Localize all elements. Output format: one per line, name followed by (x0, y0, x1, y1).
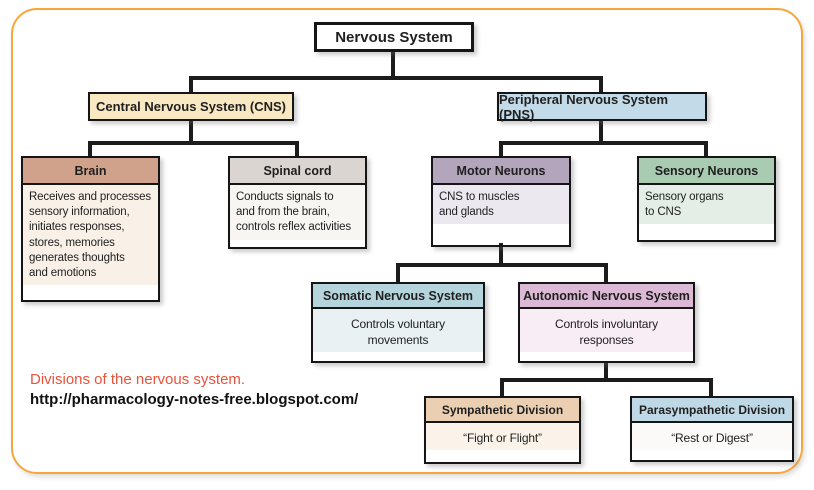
connector-line (189, 76, 603, 80)
connector-line (396, 263, 608, 267)
connector-line (499, 243, 503, 267)
connector-line (500, 378, 504, 398)
connector-line (604, 263, 608, 284)
node-autonomic-title: Autonomic Nervous System (520, 284, 693, 309)
node-parasympathetic-body: “Rest or Digest” (632, 423, 792, 450)
connector-line (499, 141, 503, 158)
connector-line (396, 263, 400, 284)
connector-line (88, 141, 92, 158)
node-parasympathetic-division: Parasympathetic Division “Rest or Digest… (630, 396, 794, 462)
caption-title: Divisions of the nervous system. (30, 371, 246, 388)
node-central-nervous-system: Central Nervous System (CNS) (88, 92, 294, 121)
connector-line (189, 76, 193, 94)
node-peripheral-nervous-system: Peripheral Nervous System (PNS) (497, 92, 707, 122)
node-spinal-cord-title: Spinal cord (230, 158, 365, 185)
node-brain-title: Brain (23, 158, 158, 185)
node-autonomic-body: Controls involuntary responses (520, 309, 693, 352)
connector-line (704, 141, 708, 158)
node-spinal-cord-body: Conducts signals to and from the brain, … (230, 185, 365, 240)
node-brain: Brain Receives and processes sensory inf… (21, 156, 160, 302)
node-somatic-nervous-system: Somatic Nervous System Controls voluntar… (311, 282, 485, 363)
frame-border (11, 8, 803, 474)
node-spinal-cord: Spinal cord Conducts signals to and from… (228, 156, 367, 249)
connector-line (391, 50, 395, 80)
connector-line (604, 361, 608, 382)
node-sympathetic-body: “Fight or Flight” (426, 423, 579, 450)
caption-url: http://pharmacology-notes-free.blogspot.… (30, 391, 359, 408)
connector-line (189, 119, 193, 145)
connector-line (499, 141, 708, 145)
node-motor-neurons-body: CNS to muscles and glands (433, 185, 569, 225)
connector-line (88, 141, 299, 145)
connector-line (709, 378, 713, 398)
node-brain-body: Receives and processes sensory informati… (23, 185, 158, 286)
node-motor-neurons: Motor Neurons CNS to muscles and glands (431, 156, 571, 247)
node-parasympathetic-title: Parasympathetic Division (632, 398, 792, 423)
connector-line (295, 141, 299, 158)
connector-line (599, 119, 603, 145)
node-autonomic-nervous-system: Autonomic Nervous System Controls involu… (518, 282, 695, 363)
node-sensory-neurons-title: Sensory Neurons (639, 158, 774, 185)
node-sympathetic-title: Sympathetic Division (426, 398, 579, 423)
node-nervous-system: Nervous System (314, 22, 474, 52)
node-somatic-body: Controls voluntary movements (313, 309, 483, 352)
connector-line (500, 378, 713, 382)
node-somatic-title: Somatic Nervous System (313, 284, 483, 309)
node-motor-neurons-title: Motor Neurons (433, 158, 569, 185)
node-sensory-neurons-body: Sensory organs to CNS (639, 185, 774, 225)
node-sensory-neurons: Sensory Neurons Sensory organs to CNS (637, 156, 776, 242)
connector-line (599, 76, 603, 94)
node-sympathetic-division: Sympathetic Division “Fight or Flight” (424, 396, 581, 464)
caption: Divisions of the nervous system. http://… (30, 370, 358, 410)
